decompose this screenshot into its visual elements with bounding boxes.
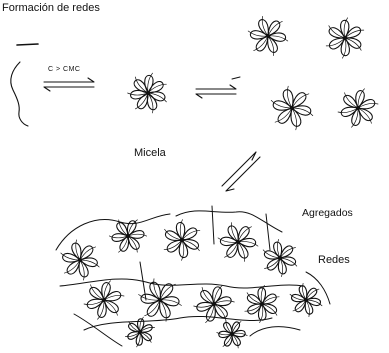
micelle-core [260,302,263,305]
cmc-condition-label: C > CMC [48,66,80,73]
micelle-core [212,302,215,305]
micelle-core [180,238,183,241]
networks-label: Redes [318,255,350,266]
network-micelle [290,283,322,316]
aggregate-micelle [338,89,378,128]
equilibrium-arrow-networks [222,152,260,191]
aggregate-micelle [271,86,313,130]
aggregate-micelle [248,16,288,55]
network-micelle [164,220,200,261]
network-micelle [263,239,297,276]
aggregates-label: Agregados [302,208,353,219]
network-micelle [84,281,124,320]
micelle-core [278,256,281,259]
micelle-core [138,330,141,333]
micelle-core [290,106,293,109]
equilibrium-arrow-cmc [44,78,94,91]
network-strand [84,316,272,330]
network-micelle [218,223,258,262]
micelle-core [126,234,129,237]
micelle-core [343,36,346,39]
micelle-core [158,298,161,301]
monomer-head-line [17,44,38,45]
micelle-core [102,298,105,301]
network-strand [60,279,304,288]
equilibrium-arrow-aggregates [196,77,240,98]
micelle-core [78,258,81,261]
network-micelle [217,320,247,348]
network-micelle [61,240,99,280]
micelle-label: Micela [134,148,166,159]
micelle-petal [201,290,214,304]
micelle-core [304,298,307,301]
micelle-core [266,34,269,37]
micelle-core [230,332,233,335]
diagram-title: Formación de redes [2,3,100,14]
micelle-petal [214,304,227,318]
micelle [128,73,167,113]
micelle-core [356,106,359,109]
micelle-core [236,240,239,243]
free-surfactant-chain [11,62,28,126]
micelle-core [146,91,149,94]
network-micelle [245,285,279,322]
network-strand [140,206,270,300]
aggregate-micelle [326,18,364,58]
network-micelle [109,220,146,252]
network-strand [250,327,300,336]
